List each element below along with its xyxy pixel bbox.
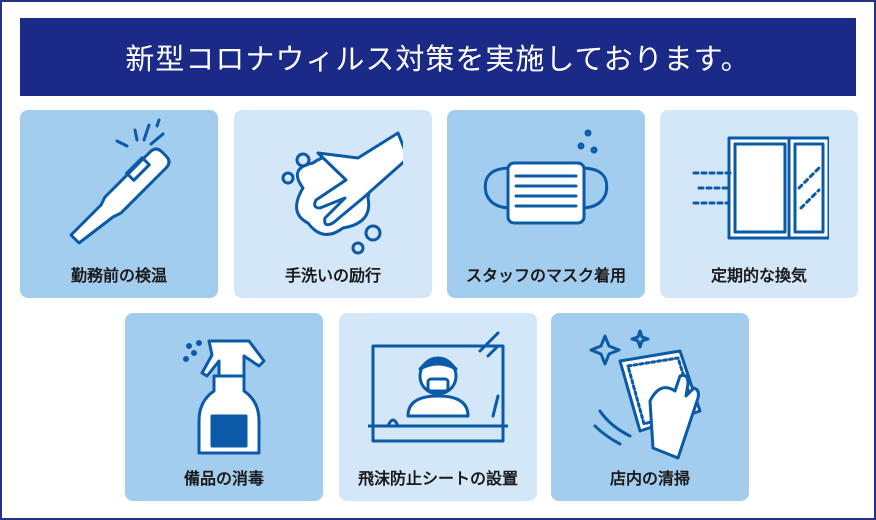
hand-washing-icon xyxy=(281,131,403,255)
measure-card-cleaning: 店内の清掃 xyxy=(551,313,749,501)
measure-card-mask: スタッフのマスク着用 xyxy=(447,110,645,298)
thermometer-icon xyxy=(69,118,171,245)
measure-card-ventilation: 定期的な換気 xyxy=(660,110,858,298)
measure-card-temperature-check: 勤務前の検温 xyxy=(20,110,218,298)
measure-label: 備品の消毒 xyxy=(183,469,264,488)
measure-card-disinfection: 備品の消毒 xyxy=(125,313,323,501)
spray-bottle-icon xyxy=(183,339,266,455)
measure-card-hand-washing: 手洗いの励行 xyxy=(234,110,432,298)
measure-label: 手洗いの励行 xyxy=(284,266,381,285)
measure-label: スタッフのマスク着用 xyxy=(465,266,626,285)
measure-label: 飛沫防止シートの設置 xyxy=(357,469,518,488)
measure-label: 勤務前の検温 xyxy=(70,266,167,285)
measure-card-partition: 飛沫防止シートの設置 xyxy=(339,313,537,501)
measure-label: 店内の清掃 xyxy=(609,469,690,488)
mask-icon xyxy=(483,129,609,225)
measure-label: 定期的な換気 xyxy=(710,266,807,285)
title-banner: 新型コロナウィルス対策を実施しております。 xyxy=(20,18,856,96)
page-title: 新型コロナウィルス対策を実施しております。 xyxy=(125,42,751,76)
cleaning-cloth-icon xyxy=(589,329,702,460)
window-ventilation-icon xyxy=(692,136,829,240)
partition-sheet-icon xyxy=(368,331,508,443)
